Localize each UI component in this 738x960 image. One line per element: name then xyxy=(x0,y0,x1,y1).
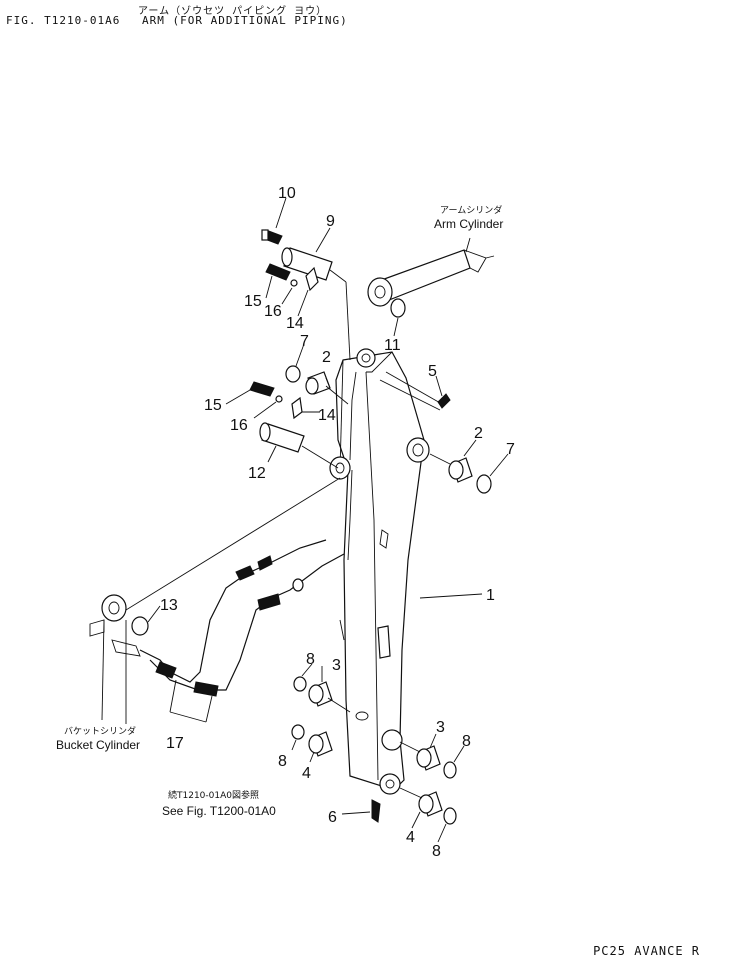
hose-assembly-17 xyxy=(139,539,345,723)
callout-14-upper: 14 xyxy=(286,315,304,332)
callout-8-lower-left: 8 xyxy=(278,753,287,770)
bushing-3-left xyxy=(308,681,351,713)
callout-16-lower: 16 xyxy=(230,417,248,434)
bushing-4-right xyxy=(399,787,443,817)
callout-10: 10 xyxy=(278,185,296,202)
leader-lines xyxy=(147,197,509,843)
callout-3-right: 3 xyxy=(436,719,445,736)
header-title-jp: アーム（ゾウセツ パイピング ヨウ） xyxy=(138,6,328,17)
pin-9 xyxy=(281,247,351,361)
bolt-15-lower xyxy=(249,381,275,397)
bucket-cylinder-label: Bucket Cylinder xyxy=(56,738,140,752)
reference-note-jp: 続T1210-01A0図参照 xyxy=(168,789,259,801)
pin-12 xyxy=(259,422,339,469)
callout-11: 11 xyxy=(384,337,401,354)
header: FIG. T1210-01A6 ARM (FOR ADDITIONAL PIPI… xyxy=(6,14,348,27)
model-footer: PC25 AVANCE R xyxy=(593,944,700,958)
callout-2-right: 2 xyxy=(474,425,483,442)
washer-16-lower xyxy=(275,395,283,403)
callout-2-left: 2 xyxy=(322,349,331,366)
callout-15-upper: 15 xyxy=(244,293,262,310)
arm-cylinder xyxy=(367,237,495,318)
callout-15-lower: 15 xyxy=(204,397,222,414)
washer-8-upper-left xyxy=(293,676,307,692)
washer-16-upper xyxy=(290,279,298,287)
grease-fitting-6 xyxy=(371,799,381,823)
plate-14-lower xyxy=(291,396,303,420)
callout-9: 9 xyxy=(326,213,335,230)
bucket-cylinder-label-jp: バケットシリンダ xyxy=(64,725,136,737)
bolt-10 xyxy=(261,229,283,245)
callout-4-left: 4 xyxy=(302,765,311,782)
reference-note: See Fig. T1200-01A0 xyxy=(162,804,276,818)
callout-12: 12 xyxy=(248,465,266,482)
bushing-4-left xyxy=(308,731,333,757)
callout-14-lower: 14 xyxy=(318,407,336,424)
callout-8-upper-left: 8 xyxy=(306,651,315,668)
arm-body xyxy=(329,348,443,795)
callout-7-left: 7 xyxy=(300,333,309,350)
arm-cylinder-label: Arm Cylinder xyxy=(434,217,503,231)
washer-7-right xyxy=(476,474,492,494)
callout-17: 17 xyxy=(166,735,184,752)
callout-7-right: 7 xyxy=(506,441,515,458)
figure-code: FIG. T1210-01A6 xyxy=(6,14,121,27)
callout-5: 5 xyxy=(428,363,437,380)
callout-4-right: 4 xyxy=(406,829,415,846)
callout-8-upper-right: 8 xyxy=(462,733,471,750)
callout-8-lower-right: 8 xyxy=(432,843,441,860)
callout-6: 6 xyxy=(328,809,337,826)
washer-8-lower-right xyxy=(443,807,457,825)
arm-cylinder-label-jp: アームシリンダ xyxy=(440,204,502,216)
washer-7-left xyxy=(285,365,301,383)
callout-1: 1 xyxy=(486,587,495,604)
bucket-cylinder xyxy=(89,477,341,724)
bushing-2-right xyxy=(429,453,473,483)
bushing-3-right xyxy=(399,741,441,771)
callout-13: 13 xyxy=(160,597,178,614)
callout-16-upper: 16 xyxy=(264,303,282,320)
callout-3-left: 3 xyxy=(332,657,341,674)
washer-8-lower-left xyxy=(291,724,305,740)
plate-14-upper xyxy=(305,266,319,292)
header-title-en: ARM (FOR ADDITIONAL PIPING) xyxy=(141,14,348,27)
washer-13 xyxy=(131,616,149,636)
bushing-2-left xyxy=(305,371,349,405)
grease-fitting-5 xyxy=(437,393,451,409)
bolt-15-upper xyxy=(265,263,291,281)
washer-8-upper-right xyxy=(443,761,457,779)
